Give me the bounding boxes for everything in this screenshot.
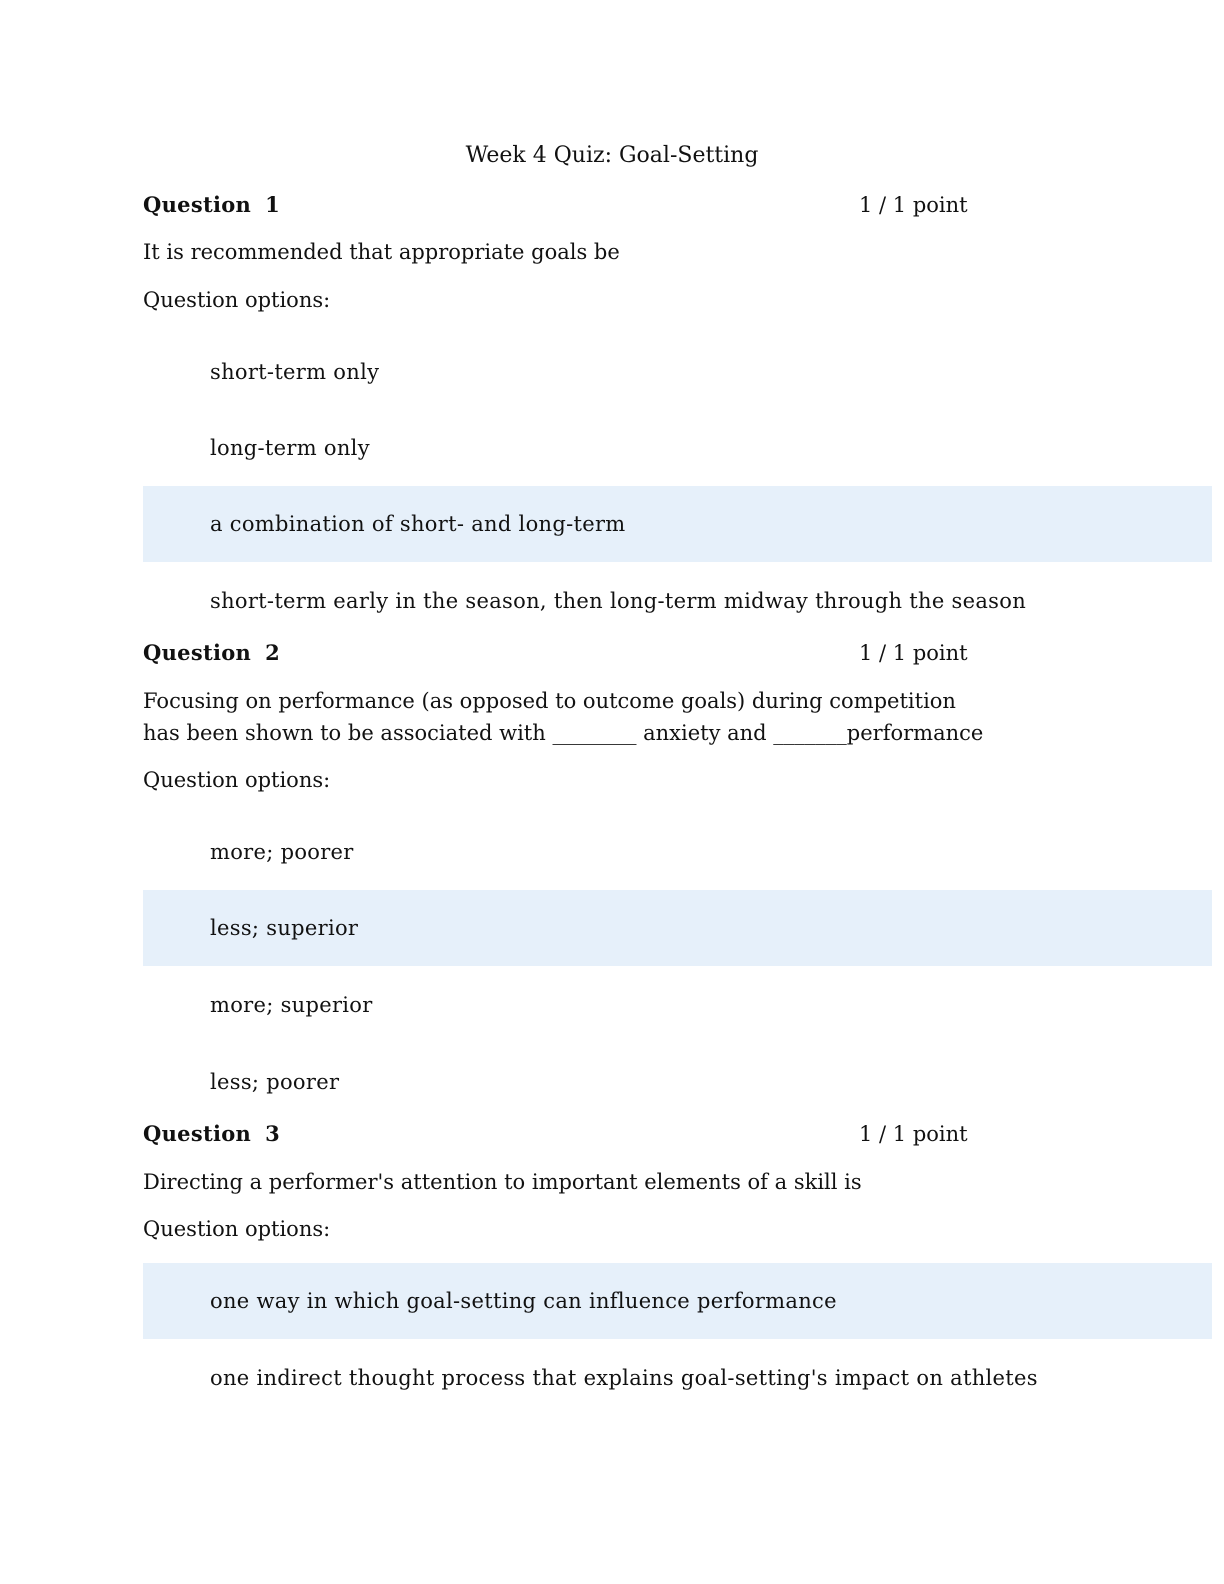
question-3-header: Question 3 bbox=[143, 1119, 280, 1149]
quiz-title: Week 4 Quiz: Goal-Setting bbox=[465, 143, 759, 168]
question-2-option-3[interactable]: more; superior bbox=[143, 967, 1212, 1043]
question-label: Question bbox=[143, 1121, 252, 1146]
question-2-option-1[interactable]: more; poorer bbox=[143, 814, 1212, 890]
option-text: more; poorer bbox=[210, 840, 354, 864]
question-1-options-label: Question options: bbox=[143, 288, 331, 312]
option-text: short-term early in the season, then lon… bbox=[210, 589, 1027, 613]
question-2-option-4[interactable]: less; poorer bbox=[143, 1044, 1212, 1120]
question-1-prompt: It is recommended that appropriate goals… bbox=[143, 240, 620, 264]
question-2-points: 1 / 1 point bbox=[859, 641, 968, 665]
question-2-prompt-line-2: has been shown to be associated with ___… bbox=[143, 721, 984, 745]
option-text: one way in which goal-setting can influe… bbox=[210, 1289, 837, 1313]
question-2-option-2-selected[interactable]: less; superior bbox=[143, 890, 1212, 966]
question-2-prompt: Focusing on performance (as opposed to o… bbox=[143, 685, 1073, 749]
question-3-option-2[interactable]: one indirect thought process that explai… bbox=[143, 1340, 1212, 1416]
option-text: a combination of short- and long-term bbox=[210, 512, 626, 536]
option-text: long-term only bbox=[210, 436, 370, 460]
option-text: short-term only bbox=[210, 360, 380, 384]
option-text: one indirect thought process that explai… bbox=[210, 1366, 1038, 1390]
question-2-prompt-line-1: Focusing on performance (as opposed to o… bbox=[143, 689, 956, 713]
question-1-option-1[interactable]: short-term only bbox=[143, 334, 1212, 410]
question-label: Question bbox=[143, 192, 252, 217]
question-1-header: Question 1 bbox=[143, 190, 280, 220]
option-text: less; poorer bbox=[210, 1070, 340, 1094]
question-3-prompt: Directing a performer's attention to imp… bbox=[143, 1170, 862, 1194]
question-1-option-4[interactable]: short-term early in the season, then lon… bbox=[143, 563, 1212, 639]
question-3-options-label: Question options: bbox=[143, 1217, 331, 1241]
question-3-option-1-selected[interactable]: one way in which goal-setting can influe… bbox=[143, 1263, 1212, 1339]
question-1-points: 1 / 1 point bbox=[859, 193, 968, 217]
question-number: 3 bbox=[265, 1121, 281, 1146]
question-1-option-3-selected[interactable]: a combination of short- and long-term bbox=[143, 486, 1212, 562]
question-2-header: Question 2 bbox=[143, 638, 280, 668]
question-number: 1 bbox=[265, 192, 281, 217]
question-number: 2 bbox=[265, 640, 281, 665]
option-text: more; superior bbox=[210, 993, 373, 1017]
option-text: less; superior bbox=[210, 916, 359, 940]
question-2-options-label: Question options: bbox=[143, 768, 331, 792]
question-label: Question bbox=[143, 640, 252, 665]
question-1-option-2[interactable]: long-term only bbox=[143, 410, 1212, 486]
question-3-points: 1 / 1 point bbox=[859, 1122, 968, 1146]
